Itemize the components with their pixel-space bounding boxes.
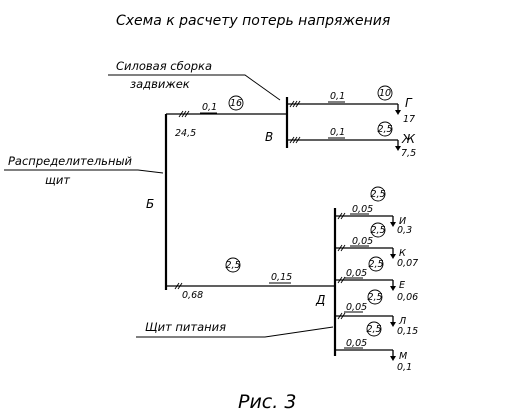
valve-assembly-label-2: задвижек	[130, 77, 190, 91]
feeder-k-load: 0,07	[397, 258, 418, 269]
feeder-m-load: 0,1	[397, 362, 412, 373]
feeder-m-name: М	[399, 351, 407, 362]
upper-branch-load: 24,5	[175, 128, 196, 139]
supply-board-leader	[136, 326, 334, 338]
upper-branch-ticks	[178, 110, 190, 118]
feeder-m-arrow	[390, 356, 396, 361]
feeder-k-section: 2,5	[370, 225, 385, 236]
feeder-g-ticks	[289, 100, 301, 108]
feeder-i-length: 0,05	[352, 204, 373, 215]
feeder-i-arrow	[390, 222, 396, 227]
feeder-e-section-circle	[368, 256, 384, 272]
feeder-i-load: 0,3	[397, 225, 412, 236]
valve-assembly-leader	[108, 74, 281, 101]
feeder-g-length: 0,1	[330, 91, 345, 102]
valve-assembly-label-1: Силовая сборка	[116, 59, 212, 73]
lower-branch-load: 0,68	[182, 290, 203, 301]
feeder-i-section: 2,5	[370, 189, 385, 200]
distribution-board-label-2: щит	[45, 173, 70, 187]
supply-board-label: Щит питания	[145, 320, 226, 334]
feeder-g-section: 10	[379, 88, 391, 99]
feeder-l-section-circle	[367, 289, 383, 305]
distribution-board-leader	[4, 169, 164, 174]
feeder-g-section-circle	[377, 85, 393, 101]
upper-branch-length: 0,1	[202, 102, 217, 113]
feeder-l-length: 0,05	[346, 302, 367, 313]
figure-caption: Рис. 3	[238, 391, 296, 413]
feeder-zh-ticks	[289, 136, 301, 144]
feeder-g-name: Г	[405, 96, 413, 110]
feeder-k-section-circle	[370, 222, 386, 238]
feeder-l-load: 0,15	[397, 326, 418, 337]
feeder-k-name: К	[399, 248, 407, 259]
feeder-e-section: 2,5	[368, 259, 383, 270]
lower-section-circle	[225, 257, 241, 273]
feeder-i-name: И	[399, 216, 406, 227]
feeder-l-name: Л	[398, 316, 406, 327]
feeder-zh-section-circle	[377, 121, 393, 137]
node-label-d: Д	[315, 293, 325, 307]
feeder-g-arrow	[395, 110, 401, 115]
feeder-k-arrow	[390, 254, 396, 259]
feeder-k-length: 0,05	[352, 236, 373, 247]
node-label-b: Б	[146, 197, 154, 211]
feeder-e-load: 0,06	[397, 292, 418, 303]
feeder-g-load: 17	[403, 114, 415, 125]
distribution-board-label-1: Распределительный	[8, 154, 133, 168]
feeder-l-arrow	[390, 322, 396, 327]
feeder-zh-section: 2,5	[377, 124, 392, 135]
node-label-v: В	[265, 130, 273, 144]
feeder-e-name: Е	[399, 280, 405, 291]
feeder-zh-length: 0,1	[330, 127, 345, 138]
feeder-m-section: 2,5	[366, 324, 381, 335]
feeder-zh-load: 7,5	[401, 148, 416, 159]
feeder-l-section: 2,5	[367, 292, 382, 303]
upper-section-circle	[228, 95, 244, 111]
feeder-i-section-circle	[370, 186, 386, 202]
feeder-zh-arrow	[395, 146, 401, 151]
upper-branch-section: 16	[230, 98, 242, 109]
feeder-m-length: 0,05	[346, 338, 367, 349]
diagram-title: Схема к расчету потерь напряжения	[116, 13, 390, 29]
feeder-e-length: 0,05	[346, 268, 367, 279]
lower-branch-length: 0,15	[271, 272, 292, 283]
feeder-e-arrow	[390, 286, 396, 291]
feeder-zh-name: Ж	[401, 132, 416, 146]
lower-branch-ticks	[174, 282, 183, 290]
feeder-m-section-circle	[366, 321, 382, 337]
lower-branch-section: 2,5	[225, 260, 240, 271]
